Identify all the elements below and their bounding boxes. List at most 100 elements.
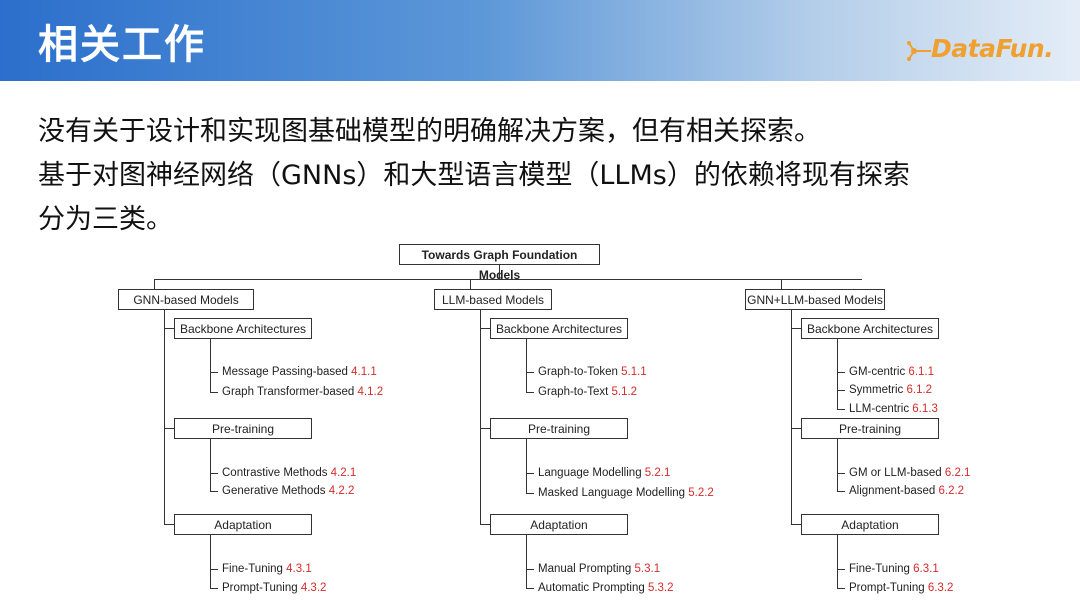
connector-line — [210, 392, 218, 393]
connector-line — [210, 535, 211, 588]
leaf-item: GM-centric 6.1.1 — [849, 365, 934, 379]
subcategory-node: Adaptation — [490, 514, 628, 535]
body-text: 没有关于设计和实现图基础模型的明确解决方案，但有相关探索。 基于对图神经网络（G… — [38, 110, 1068, 242]
leaf-item: LLM-centric 6.1.3 — [849, 402, 938, 416]
leaf-label: Symmetric — [849, 384, 907, 396]
subcategory-node: Backbone Architectures — [801, 318, 939, 339]
section-number: 6.2.1 — [944, 467, 971, 479]
datafun-logo-icon — [907, 41, 931, 61]
section-number: 4.3.1 — [286, 563, 312, 575]
section-number: 6.1.1 — [908, 366, 934, 378]
connector-line — [480, 328, 490, 329]
section-number: 4.1.1 — [351, 366, 377, 378]
subcategory-node: Backbone Architectures — [174, 318, 312, 339]
connector-line — [526, 339, 527, 392]
leaf-item: Language Modelling 5.2.1 — [538, 466, 670, 480]
connector-line — [164, 328, 174, 329]
section-number: 6.1.2 — [906, 384, 933, 396]
connector-line — [791, 428, 801, 429]
category-node: GNN-based Models — [118, 289, 254, 310]
leaf-item: Masked Language Modelling 5.2.2 — [538, 486, 714, 500]
category-node: GNN+LLM-based Models — [745, 289, 885, 310]
connector-line — [480, 310, 481, 524]
logo-text: DataFun. — [931, 34, 1054, 63]
connector-line — [210, 372, 218, 373]
connector-line — [154, 279, 155, 289]
subcategory-node: Pre-training — [490, 418, 628, 439]
leaf-label: Alignment-based — [849, 485, 939, 497]
datafun-logo: DataFun. — [905, 34, 1055, 74]
leaf-label: Prompt-Tuning — [222, 582, 301, 594]
section-number: 6.1.3 — [912, 403, 938, 415]
subcategory-node: Adaptation — [174, 514, 312, 535]
leaf-item: Manual Prompting 5.3.1 — [538, 562, 660, 576]
connector-line — [837, 588, 845, 589]
leaf-item: Automatic Prompting 5.3.2 — [538, 581, 674, 595]
leaf-label: Graph-to-Text — [538, 386, 612, 398]
section-number: 4.3.2 — [300, 582, 327, 594]
header-bar: 相关工作 DataFun. — [0, 0, 1080, 81]
bottom-divider — [0, 604, 1080, 608]
section-number: 5.1.1 — [621, 366, 647, 378]
leaf-label: Graph-to-Token — [538, 366, 622, 378]
connector-line — [210, 473, 218, 474]
slide-title: 相关工作 — [38, 22, 206, 68]
connector-line — [526, 372, 534, 373]
connector-line — [480, 428, 490, 429]
leaf-label: Fine-Tuning — [849, 563, 914, 575]
section-number: 4.2.1 — [330, 467, 357, 479]
leaf-item: Message Passing-based 4.1.1 — [222, 365, 377, 379]
connector-line — [480, 524, 490, 525]
leaf-label: Manual Prompting — [538, 563, 635, 575]
connector-line — [210, 439, 211, 491]
subcategory-node: Backbone Architectures — [490, 318, 628, 339]
leaf-item: Contrastive Methods 4.2.1 — [222, 466, 356, 480]
connector-line — [837, 409, 845, 410]
leaf-label: Contrastive Methods — [222, 467, 331, 479]
connector-line — [837, 372, 845, 373]
leaf-label: Generative Methods — [222, 485, 329, 497]
section-number: 4.1.2 — [357, 386, 384, 398]
subcategory-node: Pre-training — [174, 418, 312, 439]
body-line: 没有关于设计和实现图基础模型的明确解决方案，但有相关探索。 — [38, 116, 821, 147]
section-number: 5.3.1 — [634, 563, 661, 575]
leaf-label: GM or LLM-based — [849, 467, 945, 479]
leaf-label: LLM-centric — [849, 403, 913, 415]
connector-line — [837, 473, 845, 474]
root-node: Towards Graph Foundation Models — [399, 244, 600, 282]
connector-line — [791, 310, 792, 524]
connector-line — [526, 535, 527, 588]
leaf-item: Fine-Tuning 4.3.1 — [222, 562, 312, 576]
leaf-item: Alignment-based 6.2.2 — [849, 484, 964, 498]
connector-line — [781, 279, 782, 289]
leaf-item: Graph-to-Token 5.1.1 — [538, 365, 647, 379]
connector-line — [154, 279, 862, 280]
section-number: 4.2.2 — [328, 485, 355, 497]
leaf-item: GM or LLM-based 6.2.1 — [849, 466, 970, 480]
leaf-label: GM-centric — [849, 366, 909, 378]
connector-line — [164, 524, 174, 525]
section-number: 6.2.2 — [938, 485, 965, 497]
leaf-item: Symmetric 6.1.2 — [849, 383, 932, 397]
connector-line — [837, 390, 845, 391]
connector-line — [499, 265, 500, 279]
leaf-item: Generative Methods 4.2.2 — [222, 484, 354, 498]
connector-line — [837, 491, 845, 492]
subcategory-node: Adaptation — [801, 514, 939, 535]
connector-line — [837, 535, 838, 588]
connector-line — [526, 473, 534, 474]
leaf-item: Prompt-Tuning 4.3.2 — [222, 581, 326, 595]
leaf-label: Message Passing-based — [222, 366, 352, 378]
section-number: 5.2.1 — [644, 467, 671, 479]
leaf-label: Graph Transformer-based — [222, 386, 358, 398]
connector-line — [526, 588, 534, 589]
subcategory-node: Pre-training — [801, 418, 939, 439]
section-number: 5.3.2 — [647, 582, 674, 594]
connector-line — [210, 588, 218, 589]
section-number: 5.2.2 — [688, 487, 714, 499]
connector-line — [210, 491, 218, 492]
leaf-label: Automatic Prompting — [538, 582, 648, 594]
section-number: 6.3.2 — [927, 582, 954, 594]
connector-line — [526, 569, 534, 570]
section-number: 5.1.2 — [611, 386, 638, 398]
